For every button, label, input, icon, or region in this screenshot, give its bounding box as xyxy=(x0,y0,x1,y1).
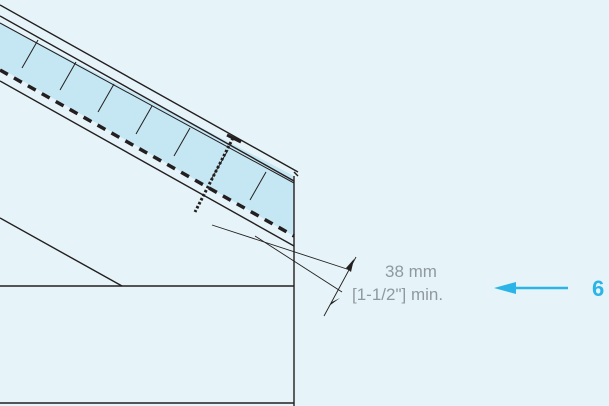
dimension-extension-top xyxy=(211,224,351,271)
dimension-arrow-bottom xyxy=(329,298,340,306)
insulation-hatching xyxy=(21,39,267,201)
sheathing-top-line xyxy=(0,4,299,173)
fastener-head xyxy=(226,133,242,144)
dimension-imperial-label: [1-1/2"] min. xyxy=(352,285,443,304)
callout-arrow-head xyxy=(494,282,516,294)
sheathing-bottom-line xyxy=(0,15,295,182)
dimension-arrow-top xyxy=(346,259,354,272)
callout-number-label: 6 xyxy=(592,276,604,301)
dimension-metric-label: 38 mm xyxy=(385,262,437,281)
rafter-line xyxy=(0,217,123,287)
dimension-extension-bottom xyxy=(254,235,343,293)
insulation-board xyxy=(0,23,294,236)
deck-bottom-line xyxy=(0,80,295,247)
fascia-trim-line xyxy=(293,171,299,177)
fastener-screw xyxy=(193,137,235,213)
insulation-top-line xyxy=(0,22,295,184)
membrane-dashed-line xyxy=(0,68,295,238)
